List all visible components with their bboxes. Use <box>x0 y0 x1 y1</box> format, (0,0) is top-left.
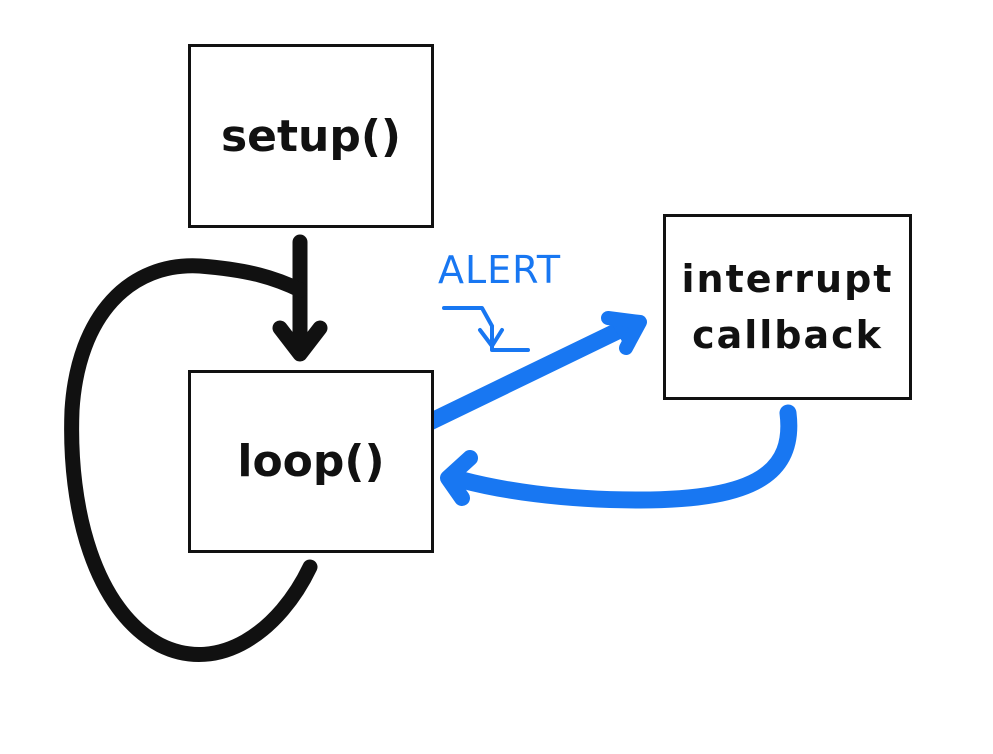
setup-node: setup() <box>188 44 434 228</box>
setup-to-loop-arrowhead <box>272 320 328 362</box>
interrupt-to-loop-arrowhead <box>440 450 478 506</box>
interrupt-label-line2: callback <box>692 313 883 357</box>
loop-to-interrupt-arrow <box>396 316 639 443</box>
setup-label: setup() <box>220 110 402 162</box>
alert-label: ALERT <box>438 248 562 292</box>
loop-self-loop-arrow <box>64 258 318 662</box>
interrupt-label-line1: interrupt <box>681 257 894 301</box>
interrupt-callback-node: interrupt callback <box>663 214 912 400</box>
loop-label: loop() <box>237 436 385 487</box>
alert-pointer-mark <box>442 306 530 352</box>
loop-to-interrupt-arrowhead <box>601 311 647 355</box>
loop-node: loop() <box>188 370 434 553</box>
interrupt-to-loop-arrow <box>453 404 798 509</box>
